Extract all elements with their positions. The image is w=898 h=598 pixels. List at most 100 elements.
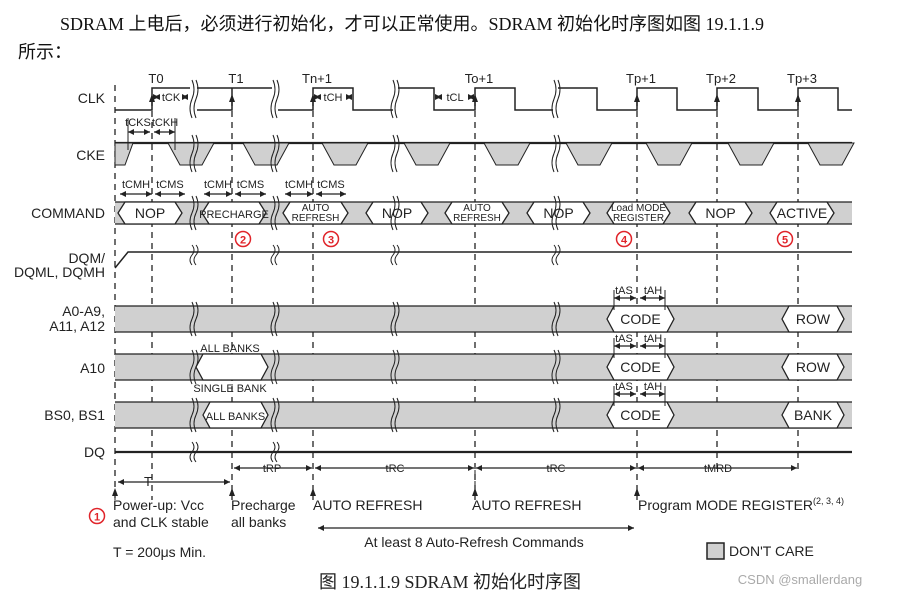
tck-arrow-head-right [153, 94, 159, 100]
break-mark [189, 349, 199, 385]
tas-arrow-head-right [630, 343, 636, 349]
address-bus-dont-care [115, 306, 852, 332]
trp-arrow-head-left [234, 465, 240, 471]
break-mark [551, 244, 561, 266]
break-mark [390, 349, 400, 385]
clk-rising-edge-arrow [714, 94, 720, 102]
tcmh-label: tCMH [122, 179, 150, 191]
bs-bus-value: BANK [794, 407, 833, 423]
event-powerup-line2: and CLK stable [113, 514, 209, 530]
break-mark [270, 397, 280, 433]
tas-arrow-head-left [614, 295, 620, 301]
signal-label-a11-a12: A11, A12 [49, 318, 105, 334]
step-marker: 4 [621, 235, 628, 247]
trp-label: tRP [263, 463, 281, 475]
tah-label: tAH [644, 333, 662, 345]
tck-label: tCK [162, 92, 181, 104]
command-bus-value: PRECHARGE [199, 209, 269, 221]
signal-label-a10: A10 [80, 360, 105, 376]
break-mark [390, 397, 400, 433]
break-mark [390, 244, 400, 266]
clock-label: To+1 [465, 71, 494, 86]
tcms-arrow-head-right [260, 191, 266, 197]
bs-bus-segment [202, 401, 269, 429]
cke-dont-care [565, 142, 613, 166]
clock-label: T1 [228, 71, 243, 86]
clk-rising-edge-arrow [310, 94, 316, 102]
clk-rising-edge-arrow [795, 94, 801, 102]
clock-label: Tn+1 [302, 71, 332, 86]
tas-label: tAS [615, 285, 633, 297]
command-bus-segment [769, 201, 835, 225]
tcmh-label: tCMH [285, 179, 313, 191]
break-mark [270, 79, 280, 119]
command-bus-segment [688, 201, 753, 225]
signal-label-a0-a9: A0-A9, [62, 303, 105, 319]
command-bus-segment [282, 201, 349, 225]
step-marker-circle [234, 230, 252, 248]
break-mark [390, 195, 400, 231]
command-bus-value: AUTO [463, 203, 491, 214]
refresh-count-arrow-head-left [318, 525, 324, 531]
address-bus-segment [781, 305, 845, 333]
break-mark [551, 79, 561, 119]
break-mark [551, 397, 561, 433]
tcms-label: tCMS [317, 179, 345, 191]
break-mark [390, 301, 400, 337]
trc-label: tRC [386, 463, 405, 475]
break-mark [189, 397, 199, 433]
signal-label-command: COMMAND [31, 205, 105, 221]
event-auto-refresh-1: AUTO REFRESH [313, 497, 422, 513]
bs-bus-value: CODE [620, 407, 660, 423]
break-mark [189, 195, 199, 231]
cke-dont-care [167, 142, 215, 166]
tas-label: tAS [615, 381, 633, 393]
break-mark [551, 195, 561, 231]
tckh-arrow-head-right [169, 129, 175, 135]
tmrd-arrow-head-left [638, 465, 644, 471]
break-mark [270, 441, 280, 463]
tcks-arrow-head-left [128, 129, 134, 135]
break-mark [189, 79, 199, 119]
trc-arrow-head-right [468, 465, 474, 471]
trc-arrow-head-left [315, 465, 321, 471]
signal-label-cke: CKE [76, 147, 105, 163]
tmrd-label: tMRD [704, 463, 732, 475]
tah-arrow-head-right [659, 391, 665, 397]
event-up-arrow [634, 488, 640, 496]
command-bus-segment [444, 201, 510, 225]
tcmh-arrow-head-right [146, 191, 152, 197]
break-mark [270, 244, 280, 266]
tcms-arrow-head-left [316, 191, 322, 197]
dqm-waveform [114, 251, 852, 269]
break-mark [390, 79, 400, 119]
cke-dont-care [242, 142, 290, 166]
a10-bus-value: ROW [796, 359, 831, 375]
tah-label: tAH [644, 381, 662, 393]
tas-arrow-head-left [614, 391, 620, 397]
break-mark [551, 134, 561, 173]
signal-label-clk: CLK [78, 90, 106, 106]
a10-bus-value: CODE [620, 359, 660, 375]
address-bus-value: ROW [796, 311, 831, 327]
tah-arrow-head-right [659, 343, 665, 349]
tcl-arrow-right-head-right [468, 94, 474, 100]
a10-single-bank-label: SINGLE BANK [193, 383, 267, 395]
t-arrow-head-left [118, 479, 124, 485]
bs-bus-value: ALL BANKS [206, 411, 266, 423]
tah-arrow-head-left [640, 295, 646, 301]
cke-dont-care [483, 142, 531, 166]
clk-rising-edge-arrow [149, 94, 155, 102]
address-bus-value: CODE [620, 311, 660, 327]
figure-caption: 图 19.1.1.9 SDRAM 初始化时序图 [319, 572, 581, 592]
refresh-count-arrow-head-right [628, 525, 634, 531]
tcmh-label: tCMH [204, 179, 232, 191]
step-marker-circle [615, 230, 633, 248]
event-program-mode-register: Program MODE REGISTER(2, 3, 4) [638, 496, 844, 513]
cke-dont-care [807, 142, 855, 166]
event-up-arrow [229, 488, 235, 496]
clk-rising-edge-arrow [634, 94, 640, 102]
tcms-label: tCMS [237, 179, 265, 191]
break-mark [189, 134, 199, 173]
